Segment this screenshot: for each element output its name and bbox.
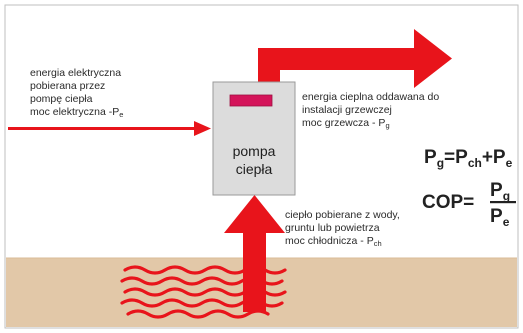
input-label-line3: pompę ciepła xyxy=(30,93,93,105)
source-label-line3: moc chłodnicza - Pch xyxy=(285,235,382,248)
source-label-line2: gruntu lub powietrza xyxy=(285,222,380,234)
pump-label-line2: ciepła xyxy=(236,161,273,177)
input-label-line1: energia elektryczna xyxy=(30,67,121,79)
output-label-line1: energia cieplna oddawana do xyxy=(302,91,439,103)
input-label-line4: moc elektryczna -Pe xyxy=(30,106,123,119)
pump-indicator xyxy=(230,95,272,106)
output-label-line3: moc grzewcza - Pg xyxy=(302,117,390,130)
source-label-line1: ciepło pobierane z wody, xyxy=(285,209,400,221)
pump-label-line1: pompa xyxy=(233,143,276,159)
fraction-bar xyxy=(490,201,516,203)
input-label-line2: pobierana przez xyxy=(30,80,105,92)
output-label-line2: instalacji grzewczej xyxy=(302,104,392,116)
cop-label: COP= xyxy=(422,192,474,213)
